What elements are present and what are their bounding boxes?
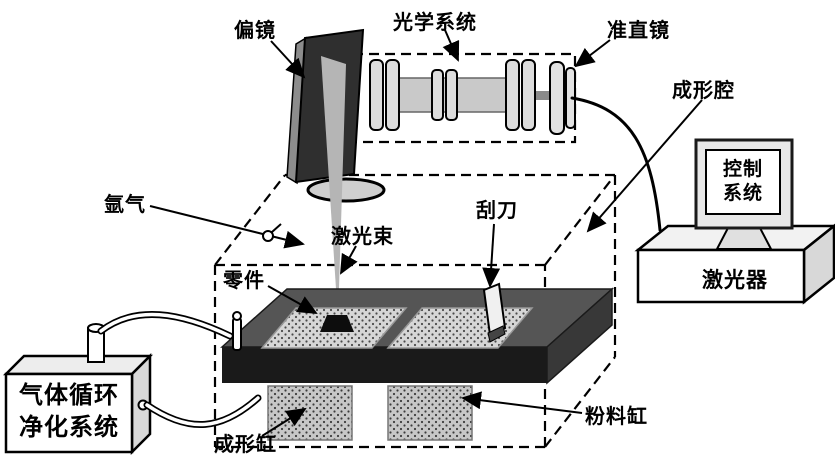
arrow-argon [149,205,305,249]
scraper-blade [482,282,507,343]
label-control-system-line1: 控制 [722,159,763,180]
arrow-powder-cylinder [461,391,583,414]
label-scraper: 刮刀 [476,200,518,222]
arrow-collimator [574,39,611,68]
laser-box [634,223,835,305]
gas-pipe [87,323,105,363]
focusing-lens [306,177,386,203]
label-laser: 激光器 [702,269,768,292]
laser-beam-shape [321,56,346,320]
label-control-system: 控制 系统 [706,158,780,206]
argon-inlet-stub [271,223,282,233]
label-forming-chamber: 成形腔 [672,80,735,102]
lens-disc [445,69,458,121]
arrow-forming-chamber [586,99,703,233]
label-collimator: 准直镜 [607,20,670,42]
part-shape [320,315,354,332]
forming-cylinder-block [267,385,353,441]
label-gas-system-line2: 净化系统 [19,414,119,442]
annotation-arrows [149,29,703,437]
argon-inlet-valve [262,230,274,242]
label-forming-cylinder: 成形缸 [214,434,277,455]
label-mirror: 偏镜 [234,20,276,42]
label-gas-system: 气体循环 净化系统 [8,380,130,445]
gas-nozzle [232,311,242,351]
lens-disc [369,59,384,131]
lens-disc [521,59,536,131]
gas-purification-box [2,352,154,455]
collimator-lens-disc [549,61,565,135]
label-laser-beam: 激光束 [331,226,394,248]
control-monitor [694,138,794,250]
powder-cylinder-block [387,385,473,441]
label-powder-cylinder: 粉料缸 [585,406,648,428]
label-part: 零件 [223,270,265,292]
arrow-forming-cylinder [261,407,307,437]
lens-disc [431,69,444,121]
lens-disc [385,59,400,131]
arrow-part [267,285,318,314]
monitor-screen [705,149,781,215]
label-control-system-line2: 系统 [722,182,763,204]
arrow-scraper [482,223,501,288]
arrow-mirror [270,40,306,79]
optical-shaft [536,91,552,100]
arrow-laser-beam [340,245,358,275]
lens-disc [505,59,520,131]
gas-hoses [97,311,262,428]
label-optical-system: 光学系统 [393,12,477,34]
fiber-cable [570,96,662,232]
optical-system-assembly [351,52,577,144]
arrow-optical-system [442,29,460,62]
label-gas-system-line1: 气体循环 [19,382,119,409]
label-argon: 氩气 [104,194,146,216]
